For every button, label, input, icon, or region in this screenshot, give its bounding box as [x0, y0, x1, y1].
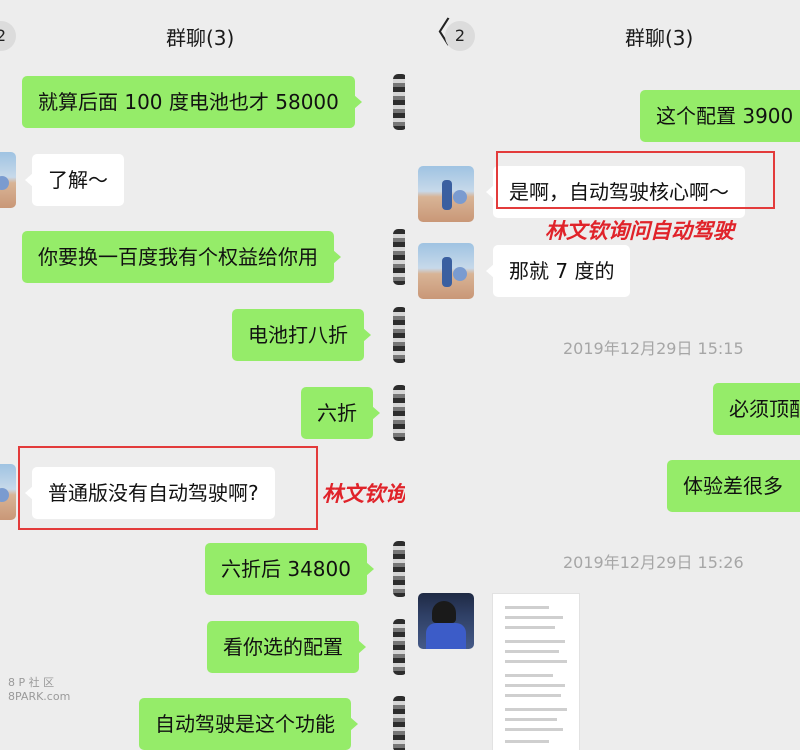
self-avatar[interactable] [393, 696, 405, 750]
timestamp: 2019年12月29日 15:26 [563, 553, 744, 572]
message-bubble[interactable]: 这个配置 3900 [640, 90, 800, 142]
contact-avatar[interactable] [418, 593, 474, 649]
unread-badge[interactable]: 2 [445, 21, 475, 51]
chat-title: 群聊(3) [625, 26, 694, 50]
site-watermark: 8 P 社 区 8PARK.com [8, 676, 70, 704]
self-avatar[interactable] [393, 307, 405, 363]
left-header-bar: 2 群聊(3) [0, 0, 405, 72]
left-chat-panel: 2 群聊(3) 就算后面 100 度电池也才 58000 了解～ 你要换一百度我… [0, 0, 405, 750]
self-avatar[interactable] [393, 229, 405, 285]
contact-avatar[interactable] [418, 166, 474, 222]
contact-avatar[interactable] [418, 243, 474, 299]
highlight-box [18, 446, 318, 530]
self-avatar[interactable] [393, 541, 405, 597]
self-avatar[interactable] [393, 74, 405, 130]
message-bubble[interactable]: 必须顶配 [713, 383, 800, 435]
contact-avatar[interactable] [0, 152, 16, 208]
unread-badge[interactable]: 2 [0, 21, 16, 51]
contact-avatar[interactable] [0, 464, 16, 520]
watermark-line: 8 P 社 区 [8, 676, 55, 689]
message-bubble[interactable]: 看你选的配置 [207, 621, 366, 673]
self-avatar[interactable] [393, 619, 405, 675]
image-message-thumbnail[interactable] [492, 593, 580, 750]
message-bubble[interactable]: 你要换一百度我有个权益给你用 [22, 231, 341, 283]
message-bubble[interactable]: 六折 [301, 387, 380, 439]
annotation-label: 林文钦询问自动驾驶 [322, 482, 405, 506]
right-header-bar: 〈 2 群聊(3) [405, 0, 800, 72]
message-bubble[interactable]: 六折后 34800 [205, 543, 374, 595]
watermark-line: 8PARK.com [8, 690, 71, 703]
annotation-label: 林文钦询问自动驾驶 [545, 219, 734, 243]
self-avatar[interactable] [393, 385, 405, 441]
timestamp: 2019年12月29日 15:15 [563, 339, 744, 358]
message-bubble[interactable]: 是啊，自动驾驶核心啊～ [486, 166, 745, 218]
message-bubble[interactable]: 电池打八折 [232, 309, 371, 361]
chat-title: 群聊(3) [166, 26, 235, 50]
highlight-box [496, 151, 775, 209]
message-bubble[interactable]: 就算后面 100 度电池也才 58000 [22, 76, 362, 128]
message-bubble[interactable]: 体验差很多 [667, 460, 800, 512]
message-bubble[interactable]: 了解～ [25, 154, 124, 206]
message-bubble[interactable]: 那就 7 度的 [485, 245, 631, 297]
message-bubble[interactable]: 普通版没有自动驾驶啊? [25, 467, 275, 519]
message-bubble[interactable]: 自动驾驶是这个功能 [139, 698, 358, 750]
right-chat-panel: 〈 2 群聊(3) 这个配置 3900 是啊，自动驾驶核心啊～ 林文钦询问自动驾… [405, 0, 800, 750]
